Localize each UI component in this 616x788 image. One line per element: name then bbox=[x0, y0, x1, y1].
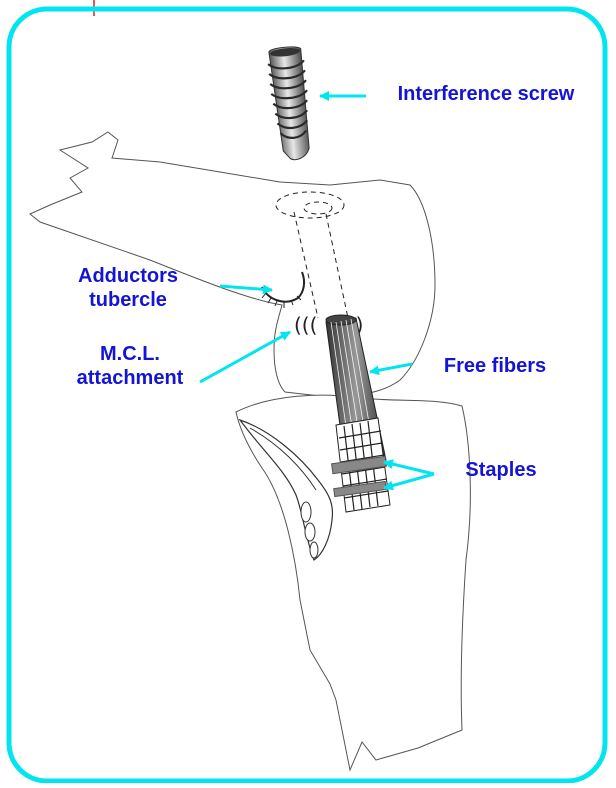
label-mcl-line2: attachment bbox=[60, 366, 200, 390]
label-free-fibers: Free fibers bbox=[420, 354, 570, 378]
label-mcl-attachment: M.C.L. attachment bbox=[60, 342, 200, 390]
label-interference-screw: Interference screw bbox=[372, 82, 600, 106]
mcl-attachment-marks-left: ((( bbox=[294, 313, 317, 337]
interference-screw bbox=[267, 45, 315, 161]
fibula-knob-3 bbox=[310, 542, 318, 558]
label-staples: Staples bbox=[446, 458, 556, 482]
label-adductors-line2: tubercle bbox=[58, 288, 198, 312]
label-adductors-tubercle: Adductors tubercle bbox=[58, 264, 198, 312]
fibula-knob-2 bbox=[305, 523, 315, 541]
label-adductors-line1: Adductors bbox=[58, 264, 198, 288]
fibula-knob-1 bbox=[301, 502, 311, 522]
label-mcl-line1: M.C.L. bbox=[60, 342, 200, 366]
